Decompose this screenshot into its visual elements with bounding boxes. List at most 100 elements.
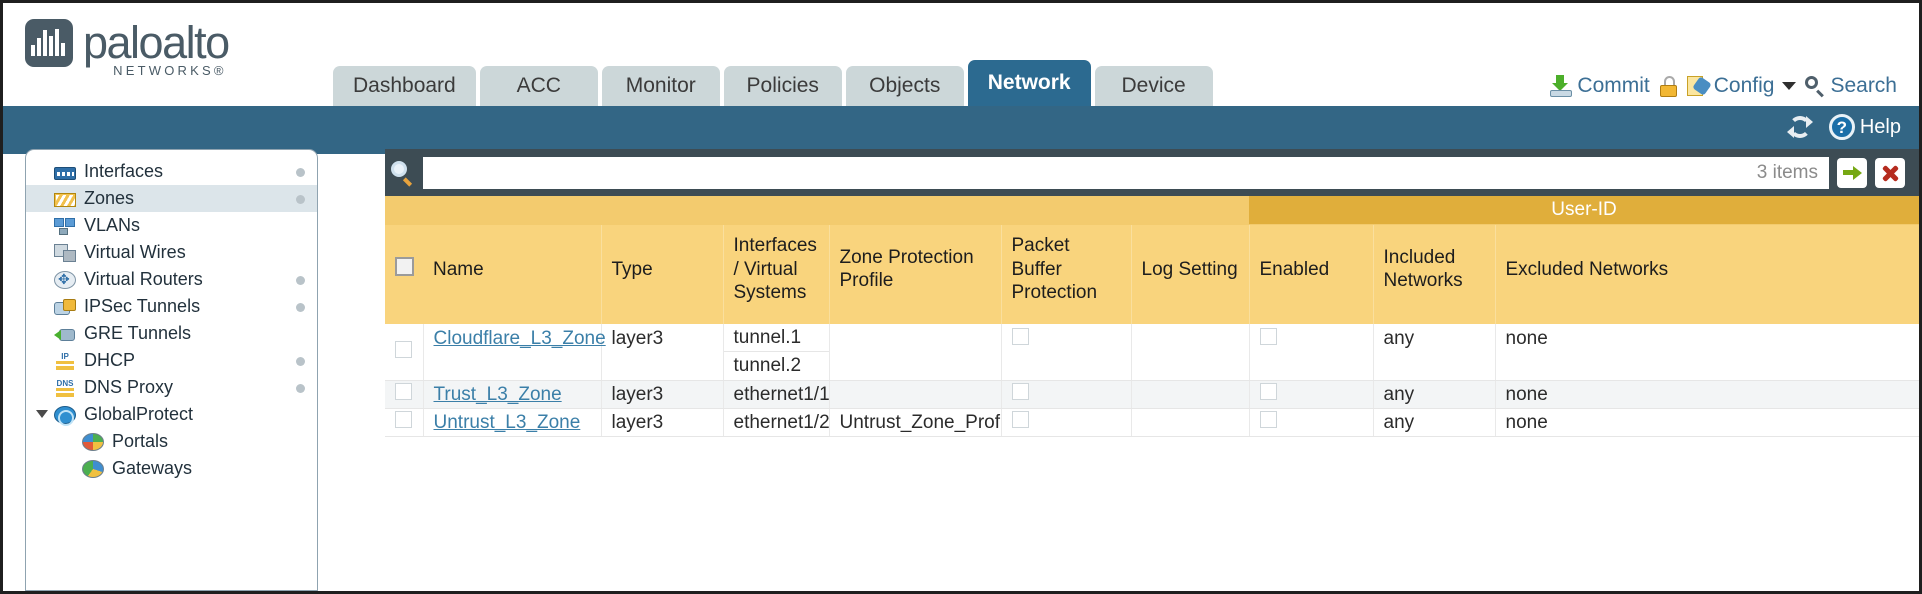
- main-tabs: Dashboard ACC Monitor Policies Objects N…: [333, 60, 1217, 106]
- table-row[interactable]: Untrust_L3_Zone layer3 ethernet1/2 Untru…: [385, 408, 1919, 437]
- packet-buffer-checkbox[interactable]: [1011, 383, 1029, 400]
- header-type[interactable]: Type: [601, 224, 724, 324]
- cell-type: layer3: [601, 324, 724, 381]
- cell-name: Cloudflare_L3_Zone: [423, 324, 606, 381]
- cell-name: Trust_L3_Zone: [423, 380, 602, 409]
- zone-name-link[interactable]: Untrust_L3_Zone: [433, 411, 581, 433]
- sidebar-label: Portals: [112, 431, 169, 451]
- packet-buffer-checkbox[interactable]: [1011, 328, 1029, 345]
- cell-interfaces: tunnel.1 tunnel.2: [723, 324, 830, 381]
- header-excluded-networks[interactable]: Excluded Networks: [1495, 224, 1919, 324]
- cell-zone-protection-profile: Untrust_Zone_Prof: [829, 408, 1002, 437]
- sidebar-label: GRE Tunnels: [84, 323, 192, 343]
- chevron-down-icon[interactable]: [36, 409, 48, 418]
- userid-enabled-checkbox[interactable]: [1259, 383, 1277, 400]
- packet-buffer-checkbox[interactable]: [1011, 411, 1029, 428]
- commit-label: Commit: [1577, 74, 1650, 97]
- zones-table: User-ID Name Type Interfaces / Virtual S…: [385, 196, 1919, 437]
- cell-excluded-networks: none: [1495, 380, 1919, 409]
- group-header-userid: User-ID: [1249, 196, 1919, 225]
- lock-icon[interactable]: [1659, 75, 1678, 97]
- sidebar-item-dhcp[interactable]: IP DHCP: [26, 347, 317, 374]
- sidebar-item-ipsec-tunnels[interactable]: IPSec Tunnels: [26, 293, 317, 320]
- sidebar-item-portals[interactable]: Portals: [26, 428, 317, 455]
- config-label: Config: [1713, 74, 1775, 97]
- sidebar-item-virtual-routers[interactable]: Virtual Routers: [26, 266, 317, 293]
- cell-packet-buffer-protection: [1001, 324, 1132, 381]
- sub-header-band: ? Help: [3, 106, 1919, 154]
- cell-log-setting: [1131, 408, 1250, 437]
- sidebar-label: Gateways: [112, 458, 193, 478]
- userid-enabled-checkbox[interactable]: [1259, 328, 1277, 345]
- network-sidebar: Interfaces Zones VLANs Virtual Wires Vir…: [25, 149, 318, 591]
- apply-filter-button[interactable]: [1837, 157, 1867, 188]
- sidebar-item-zones[interactable]: Zones: [26, 185, 317, 212]
- sidebar-item-gateways[interactable]: Gateways: [26, 455, 317, 482]
- sidebar-label: Virtual Routers: [84, 269, 203, 289]
- zone-name-link[interactable]: Trust_L3_Zone: [433, 383, 562, 405]
- select-all-checkbox[interactable]: [395, 256, 414, 276]
- clear-filter-button[interactable]: [1875, 157, 1905, 188]
- group-header-row: User-ID: [385, 196, 1919, 225]
- top-header: paloalto NETWORKS® Dashboard ACC Monitor…: [3, 3, 1919, 106]
- chevron-down-icon: [1782, 82, 1797, 90]
- tab-objects[interactable]: Objects: [845, 66, 964, 106]
- zone-name-link[interactable]: Cloudflare_L3_Zone: [433, 328, 606, 349]
- header-name[interactable]: Name: [423, 224, 602, 324]
- cell-type: layer3: [601, 380, 724, 409]
- header-zone-protection-profile[interactable]: Zone Protection Profile: [829, 224, 1002, 324]
- table-row[interactable]: Trust_L3_Zone layer3 ethernet1/1 any non…: [385, 380, 1919, 409]
- gateways-icon: [82, 459, 104, 478]
- sidebar-label: IPSec Tunnels: [84, 296, 201, 316]
- tab-device[interactable]: Device: [1094, 66, 1213, 106]
- cell-log-setting: [1131, 380, 1250, 409]
- row-checkbox[interactable]: [395, 411, 412, 428]
- column-header-row: Name Type Interfaces / Virtual Systems Z…: [385, 224, 1919, 324]
- status-dot: [296, 194, 305, 204]
- item-count-label: 3 items: [1756, 161, 1818, 183]
- cell-log-setting: [1131, 324, 1250, 381]
- tab-policies[interactable]: Policies: [723, 66, 842, 106]
- commit-button[interactable]: Commit: [1550, 74, 1650, 98]
- sidebar-item-interfaces[interactable]: Interfaces: [26, 158, 317, 185]
- tab-acc[interactable]: ACC: [479, 66, 598, 106]
- sidebar-item-virtual-wires[interactable]: Virtual Wires: [26, 239, 317, 266]
- sidebar-item-dns-proxy[interactable]: DNS DNS Proxy: [26, 374, 317, 401]
- brand-name: paloalto: [83, 17, 230, 68]
- header-enabled[interactable]: Enabled: [1248, 224, 1374, 324]
- header-interfaces[interactable]: Interfaces / Virtual Systems: [723, 224, 830, 324]
- status-dot: [296, 383, 305, 393]
- userid-enabled-checkbox[interactable]: [1259, 411, 1277, 428]
- sidebar-item-gre-tunnels[interactable]: GRE Tunnels: [26, 320, 317, 347]
- search-input[interactable]: 3 items: [423, 156, 1829, 189]
- row-select-cell: [385, 324, 424, 381]
- status-dot: [296, 302, 305, 312]
- status-dot: [296, 275, 305, 285]
- portals-icon: [82, 432, 104, 451]
- interface-entry: tunnel.1: [723, 324, 829, 352]
- tab-network[interactable]: Network: [967, 60, 1091, 106]
- header-included-networks[interactable]: Included Networks: [1373, 224, 1496, 324]
- tab-dashboard[interactable]: Dashboard: [333, 66, 476, 106]
- header-log-setting[interactable]: Log Setting: [1131, 224, 1250, 324]
- cell-included-networks: any: [1373, 408, 1496, 437]
- sidebar-item-globalprotect[interactable]: GlobalProtect: [26, 401, 317, 428]
- select-all-header: [385, 224, 423, 324]
- row-checkbox[interactable]: [395, 340, 412, 358]
- help-icon: ?: [1828, 114, 1855, 140]
- search-button[interactable]: Search: [1805, 74, 1897, 98]
- help-button[interactable]: ? Help: [1828, 114, 1901, 140]
- sidebar-label: VLANs: [84, 215, 141, 235]
- status-dot: [296, 356, 305, 366]
- refresh-icon[interactable]: [1786, 114, 1813, 140]
- sidebar-item-vlans[interactable]: VLANs: [26, 212, 317, 239]
- tab-monitor[interactable]: Monitor: [601, 66, 720, 106]
- globalprotect-icon: [54, 405, 76, 426]
- config-menu[interactable]: Config: [1686, 74, 1797, 98]
- header-packet-buffer-protection[interactable]: Packet Buffer Protection: [1001, 224, 1132, 324]
- sidebar-label: DNS Proxy: [84, 377, 174, 397]
- row-checkbox[interactable]: [395, 383, 412, 400]
- cell-zone-protection-profile: [829, 324, 1002, 381]
- ipsec-tunnels-icon: [54, 298, 76, 316]
- table-row[interactable]: Cloudflare_L3_Zone layer3 tunnel.1 tunne…: [385, 324, 1919, 381]
